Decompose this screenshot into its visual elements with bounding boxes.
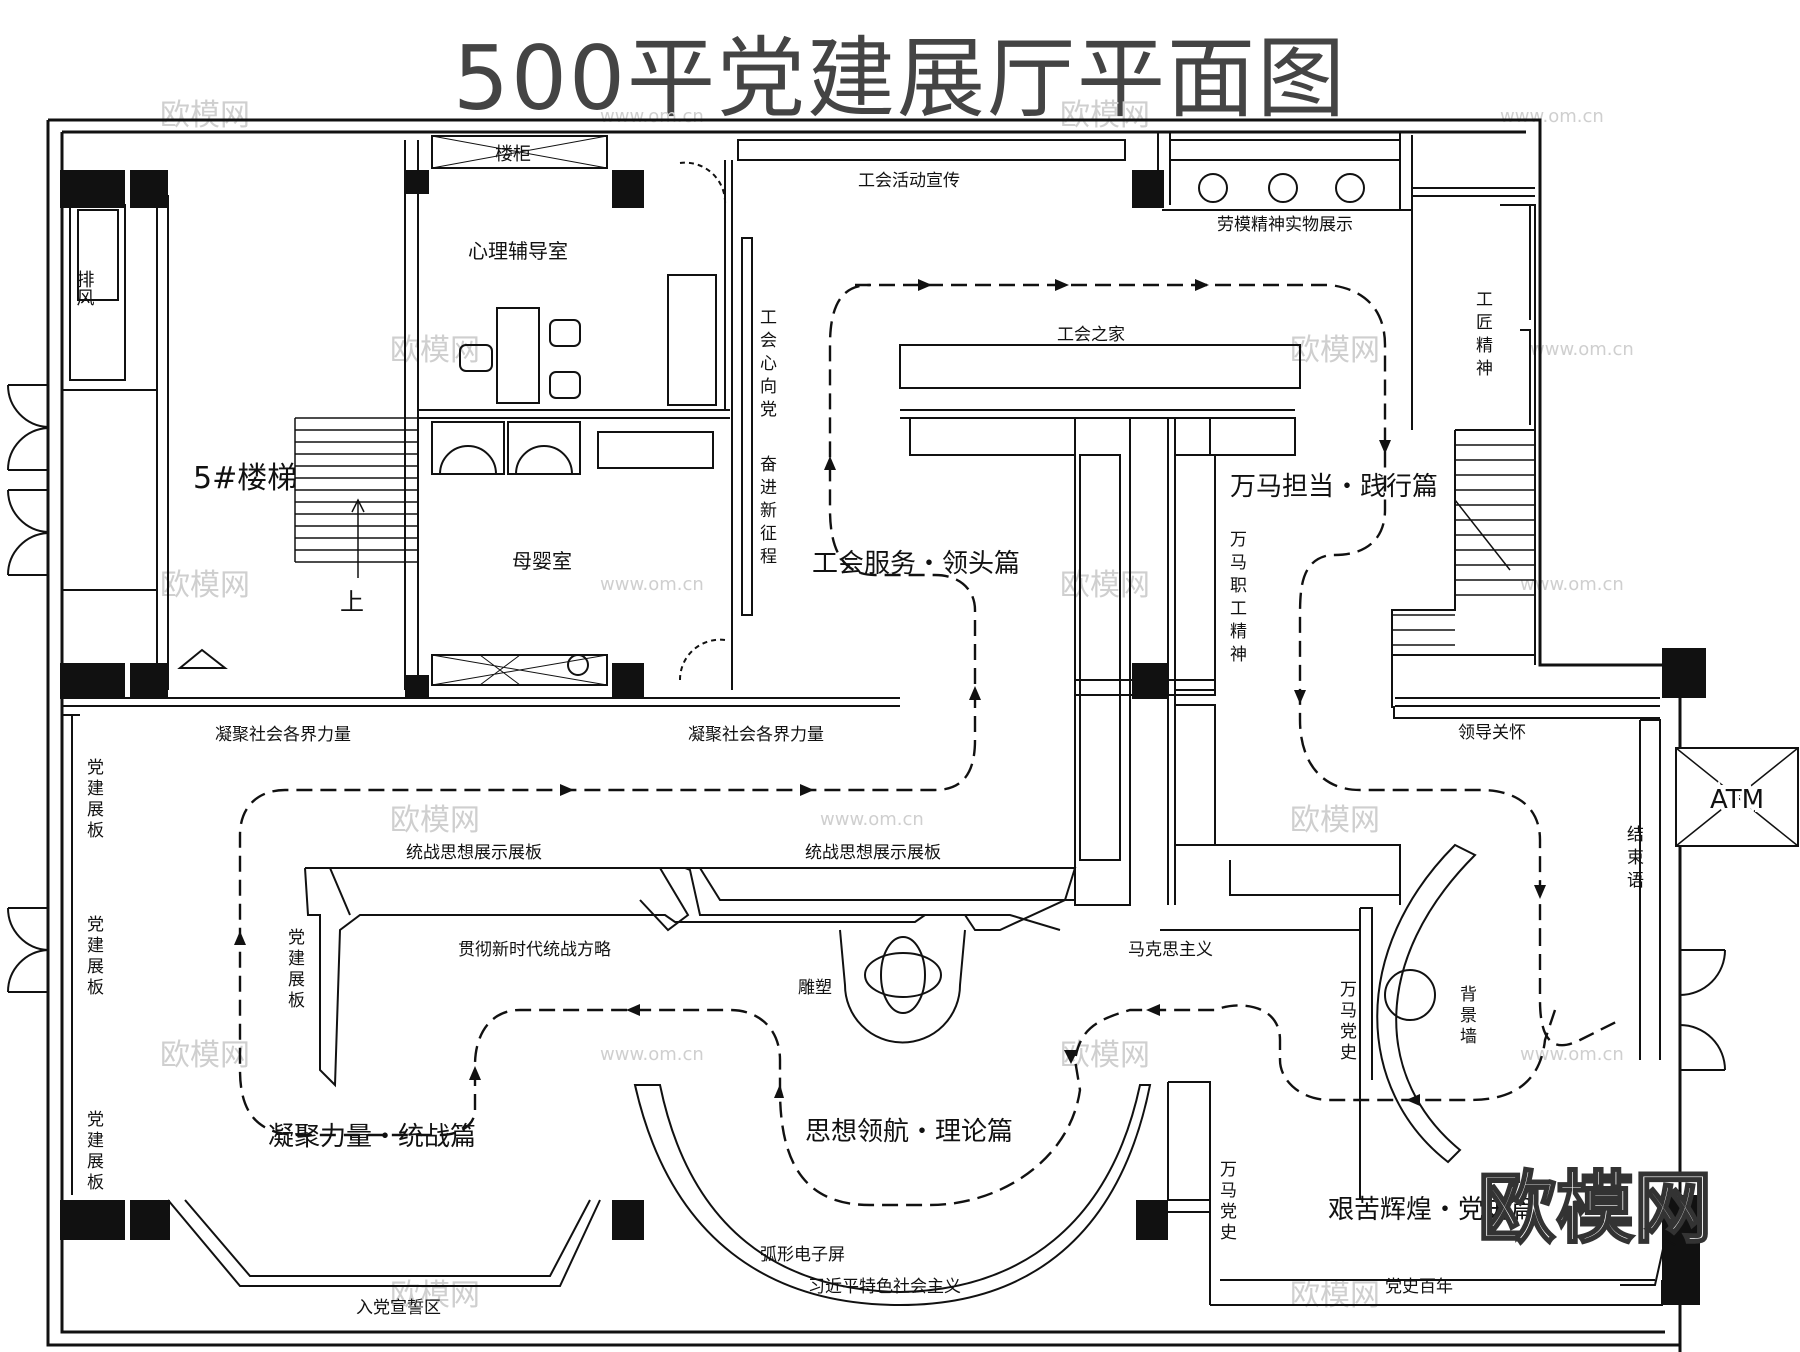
watermark-brand: 欧模网 <box>160 568 250 603</box>
watermark-url: www.om.cn <box>600 574 704 595</box>
watermark-brand: 欧模网 <box>1060 568 1150 603</box>
watermark-brand: 欧模网 <box>160 1038 250 1073</box>
label-party-board-2: 党建展板 <box>83 915 104 999</box>
watermark-url: www.om.cn <box>1520 1044 1624 1065</box>
watermark-brand: 欧模网 <box>1290 803 1380 838</box>
psych-room-label: 心理辅导室 <box>468 239 568 263</box>
label-oath-area: 入党宣誓区 <box>356 1298 441 1318</box>
atm-label: ATM <box>1710 785 1764 815</box>
tour-route <box>238 283 1621 1207</box>
label-century: 党史百年 <box>1385 1277 1453 1297</box>
watermark-url: www.om.cn <box>1520 574 1624 595</box>
label-history-2: 万马党史 <box>1216 1160 1237 1244</box>
watermark-logo: 欧模网 <box>1478 1164 1712 1254</box>
watermark-brand: 欧模网 <box>390 333 480 368</box>
label-unite-right: 凝聚社会各界力量 <box>688 725 824 745</box>
section-theory: 思想领航・理论篇 <box>805 1117 1013 1147</box>
counter-label: 楼柜 <box>495 144 531 165</box>
label-model-workers: 劳模精神实物展示 <box>1217 215 1353 235</box>
watermark-brand: 欧模网 <box>1290 1278 1380 1313</box>
label-curved-screen: 弧形电子屏 <box>760 1245 845 1265</box>
watermark-url: www.om.cn <box>600 1044 704 1065</box>
atm: ATM ATM <box>1675 747 1799 847</box>
label-leader-care: 领导关怀 <box>1458 723 1526 743</box>
label-history-1: 万马党史 <box>1336 980 1357 1064</box>
watermark-url: www.om.cn <box>600 106 704 127</box>
label-party-board-1: 党建展板 <box>83 758 104 842</box>
watermark-brand: 欧模网 <box>160 98 250 133</box>
service-rooms <box>418 135 733 690</box>
route-arrows <box>234 279 1546 1106</box>
label-implement: 贯彻新时代统战方略 <box>458 940 611 960</box>
label-backdrop: 背景墙 <box>1456 985 1477 1048</box>
exhaust-label: 排风 <box>74 270 95 306</box>
section-united-front: 凝聚力量・统战篇 <box>268 1122 476 1152</box>
label-xi-thought: 习近平特色社会主义 <box>808 1277 961 1297</box>
atm-label: ATM <box>1710 785 1764 815</box>
label-union-heart: 工会心向党 <box>756 308 777 423</box>
label-unite-left: 凝聚社会各界力量 <box>215 725 351 745</box>
section-party-history: 艰苦辉煌・党史篇 <box>1328 1195 1536 1225</box>
label-wanma-spirit: 万马职工精神 <box>1226 530 1247 668</box>
label-party-board-3: 党建展板 <box>83 1110 104 1194</box>
watermark-brand: 欧模网 <box>390 803 480 838</box>
stair-up-label: 上 <box>340 588 364 616</box>
label-union-activity: 工会活动宣传 <box>858 171 960 191</box>
label-marxism: 马克思主义 <box>1128 940 1213 960</box>
watermark-brand: 欧模网 <box>390 1278 480 1313</box>
label-united-front-1: 统战思想展示展板 <box>406 843 542 863</box>
label-party-board-inner: 党建展板 <box>284 928 305 1012</box>
label-craftsman: 工匠精神 <box>1472 290 1493 382</box>
watermark-brand: 欧模网 <box>1060 98 1150 133</box>
plan-title: 500平党建展厅平面图 <box>453 27 1347 130</box>
watermark-brand: 欧模网 <box>1290 333 1380 368</box>
label-union-home: 工会之家 <box>1057 325 1125 345</box>
section-wanma-practice: 万马担当・践行篇 <box>1230 472 1438 502</box>
right-doors <box>1679 949 1726 1071</box>
section-union-service: 工会服务・领头篇 <box>812 549 1020 579</box>
interior-walls <box>62 132 1676 1307</box>
label-new-journey: 奋进新征程 <box>756 455 777 570</box>
watermark-url: www.om.cn <box>1530 339 1634 360</box>
label-united-front-2: 统战思想展示展板 <box>805 843 941 863</box>
left-doors <box>6 384 49 993</box>
watermark-url: www.om.cn <box>820 809 924 830</box>
stairwell <box>61 140 419 690</box>
label-closing: 结束语 <box>1623 825 1644 894</box>
label-sculpture: 雕塑 <box>798 978 832 998</box>
watermark-url: www.om.cn <box>1500 106 1604 127</box>
nursing-room-label: 母婴室 <box>512 549 572 573</box>
room-stair-label: 5#楼梯 <box>193 461 297 496</box>
